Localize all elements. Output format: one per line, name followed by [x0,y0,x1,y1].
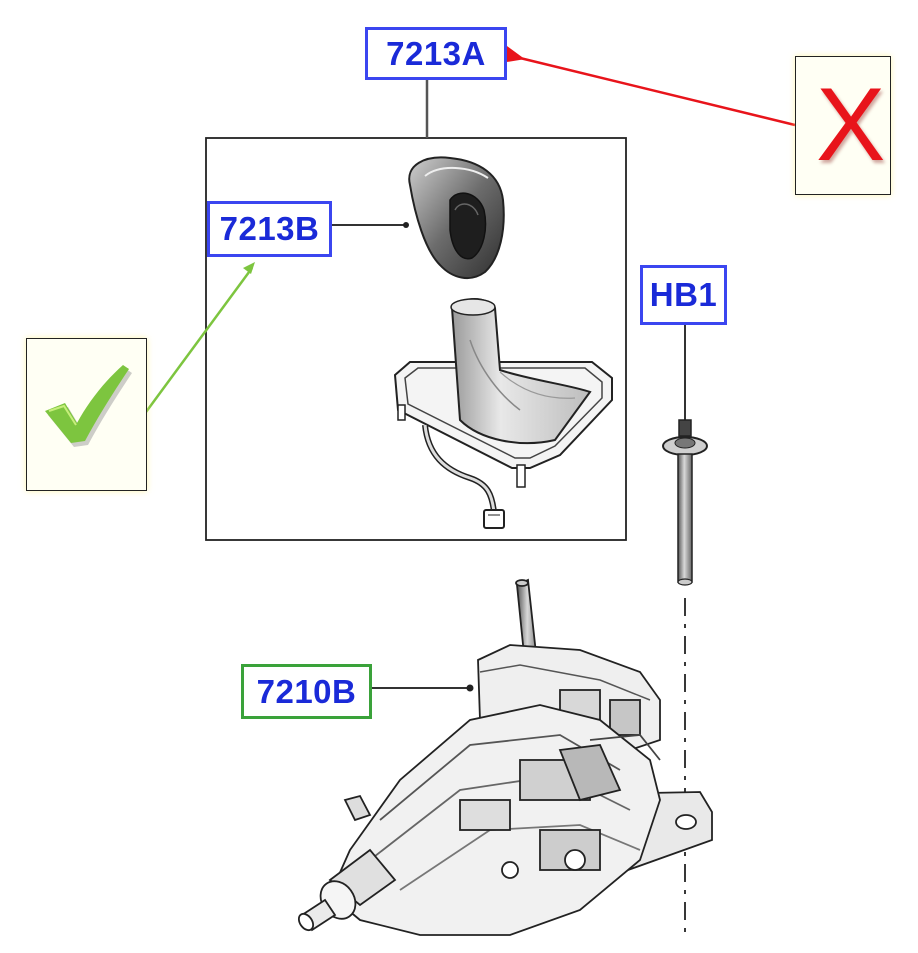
part-label-7210b: 7210B [241,664,372,719]
checkmark-icon [45,365,132,447]
shift-knob-drawing [408,156,505,280]
part-label-7213b: 7213B [207,201,332,257]
kit-box [205,137,627,541]
leader-dot-7210b [466,684,474,692]
bolt-drawing [662,419,708,586]
right-mark-box [26,338,147,491]
shifter-assembly-drawing [297,578,713,936]
part-label-hb1: HB1 [640,265,727,325]
part-label-7213a: 7213A [365,27,507,80]
leader-dot-7213b [403,222,409,228]
x-mark-icon: X [816,67,886,183]
green-arrow [144,267,254,413]
red-arrow [492,39,796,127]
wrong-mark-box: X [795,56,891,195]
green-arrowhead [243,262,255,274]
gear-boot-drawing [393,298,613,529]
